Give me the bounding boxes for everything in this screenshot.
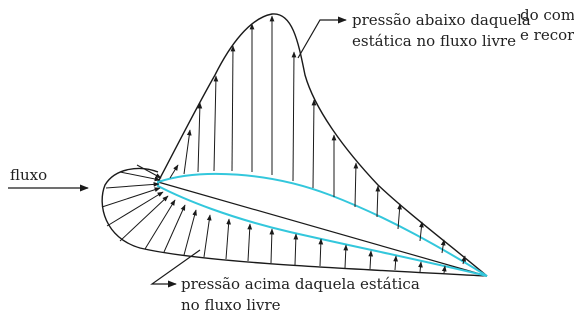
pressure-vector <box>247 223 253 262</box>
suction-vectors <box>169 15 467 265</box>
leading-edge-vector <box>106 191 164 227</box>
pressure-vector <box>203 214 212 258</box>
suction-vector <box>440 239 446 254</box>
leading-edge-vector <box>119 171 161 182</box>
pressure-envelope-curve <box>101 167 488 277</box>
pressure-vector <box>163 204 186 253</box>
airfoil-outline <box>157 172 488 277</box>
suction-vector <box>169 164 179 179</box>
pressure-vector <box>293 233 299 266</box>
pressure-label-line2: no fluxo livre <box>181 296 281 314</box>
pressure-vector <box>343 244 349 269</box>
pressure-vector <box>418 261 423 273</box>
leading-edge-vector <box>136 164 162 179</box>
pressure-vector <box>318 238 324 267</box>
suction-label-leader <box>297 16 347 59</box>
leading-edge-vector <box>101 187 161 208</box>
pressure-vector <box>368 250 374 270</box>
pressure-vector <box>441 265 447 274</box>
suction-vector <box>353 162 359 208</box>
pressure-vector <box>393 255 399 271</box>
suction-label-line2: estática no fluxo livre <box>352 32 516 50</box>
suction-vector <box>197 102 203 173</box>
pressure-vector <box>183 209 197 256</box>
suction-vector <box>311 99 317 189</box>
suction-vector <box>419 221 424 242</box>
suction-vector <box>291 51 297 182</box>
suction-label-line1: pressão abaixo daquela <box>352 11 531 29</box>
suction-vector <box>230 45 236 172</box>
pressure-label-leader <box>150 249 201 288</box>
pressure-vector <box>269 228 275 264</box>
suction-envelope-curve <box>157 13 488 277</box>
chord-line <box>157 181 488 277</box>
suction-vector <box>397 203 402 230</box>
body-text-fragment-line2: e recor- <box>520 26 574 44</box>
suction-vector <box>375 185 381 218</box>
suction-vector <box>213 75 219 172</box>
leading-edge-vector <box>105 182 160 189</box>
body-text-fragment-line1: do com <box>520 6 574 24</box>
leading-edge-vectors <box>101 164 169 242</box>
flow-label: fluxo <box>10 166 48 184</box>
pressure-vectors <box>144 199 447 274</box>
pressure-label-line1: pressão acima daquela estática <box>181 275 420 293</box>
pressure-vector <box>144 199 176 250</box>
suction-vector <box>461 255 467 265</box>
pressure-vector <box>225 218 231 260</box>
leading-edge-vector <box>119 195 169 242</box>
suction-vector <box>183 129 192 175</box>
